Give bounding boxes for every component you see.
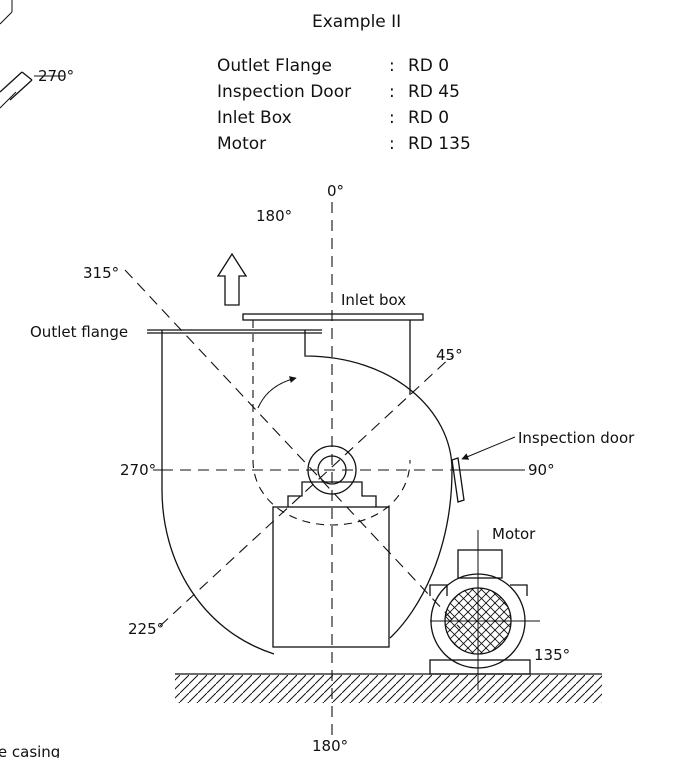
- spec-row-inlet-box-sep: :: [389, 108, 395, 128]
- inspection-door-label: Inspection door: [518, 429, 635, 447]
- motor-terminal-box: [457, 549, 503, 579]
- ground-hatch: [175, 675, 602, 703]
- spec-row-inspection-door-value: RD 45: [408, 82, 460, 102]
- airflow-arrow-icon: [216, 252, 248, 306]
- cropped-corner-fragment: [0, 0, 64, 109]
- inlet-box-flange: [242, 313, 424, 321]
- shaft-hub-outer: [307, 445, 357, 495]
- angle-label-180-bottom: 180°: [312, 737, 348, 755]
- angle-label-135: 135°: [534, 646, 570, 664]
- angle-label-45: 45°: [436, 346, 463, 364]
- inspection-door-leader: [461, 436, 516, 460]
- spec-row-motor-sep: :: [389, 134, 395, 154]
- inlet-box-hidden-outline: [252, 320, 411, 526]
- angle-label-90: 90°: [528, 461, 555, 479]
- cropped-caption: te casing: [0, 743, 60, 758]
- spec-row-inlet-box-value: RD 0: [408, 108, 449, 128]
- angle-label-0: 0°: [327, 182, 344, 200]
- angle-label-270: 270°: [120, 461, 156, 479]
- spec-row-inlet-box-item: Inlet Box: [217, 108, 292, 128]
- shaft-hub-inner: [317, 455, 347, 485]
- spec-row-inspection-door-item: Inspection Door: [217, 82, 351, 102]
- rotation-arrow: [257, 376, 297, 409]
- inlet-box-label: Inlet box: [341, 291, 406, 309]
- spec-table: Outlet Flange : RD 0 Inspection Door : R…: [217, 56, 471, 154]
- angle-label-315: 315°: [83, 264, 119, 282]
- angle-label-225: 225°: [128, 620, 164, 638]
- casing-scroll-arc: [304, 330, 453, 639]
- spec-row-motor-item: Motor: [217, 134, 266, 154]
- spec-row-inspection-door-sep: :: [389, 82, 395, 102]
- motor-feet: [429, 659, 531, 675]
- bearing-housing: [287, 481, 377, 507]
- angle-label-180-top: 180°: [256, 207, 292, 225]
- spec-row-outlet-flange-item: Outlet Flange: [217, 56, 332, 76]
- fan-pedestal: [272, 506, 390, 648]
- motor-label: Motor: [492, 525, 536, 543]
- spec-row-outlet-flange-sep: :: [389, 56, 395, 76]
- casing-left-wall: [161, 330, 275, 655]
- diagonal-225-45: [159, 355, 453, 627]
- motor: [429, 530, 540, 690]
- spec-row-outlet-flange-value: RD 0: [408, 56, 449, 76]
- spec-row-motor-value: RD 135: [408, 134, 471, 154]
- example-heading: Example II: [312, 12, 401, 32]
- outlet-flange-label: Outlet flange: [30, 323, 128, 341]
- inspection-door: [451, 457, 465, 503]
- corner-270-label: 270°: [38, 67, 74, 85]
